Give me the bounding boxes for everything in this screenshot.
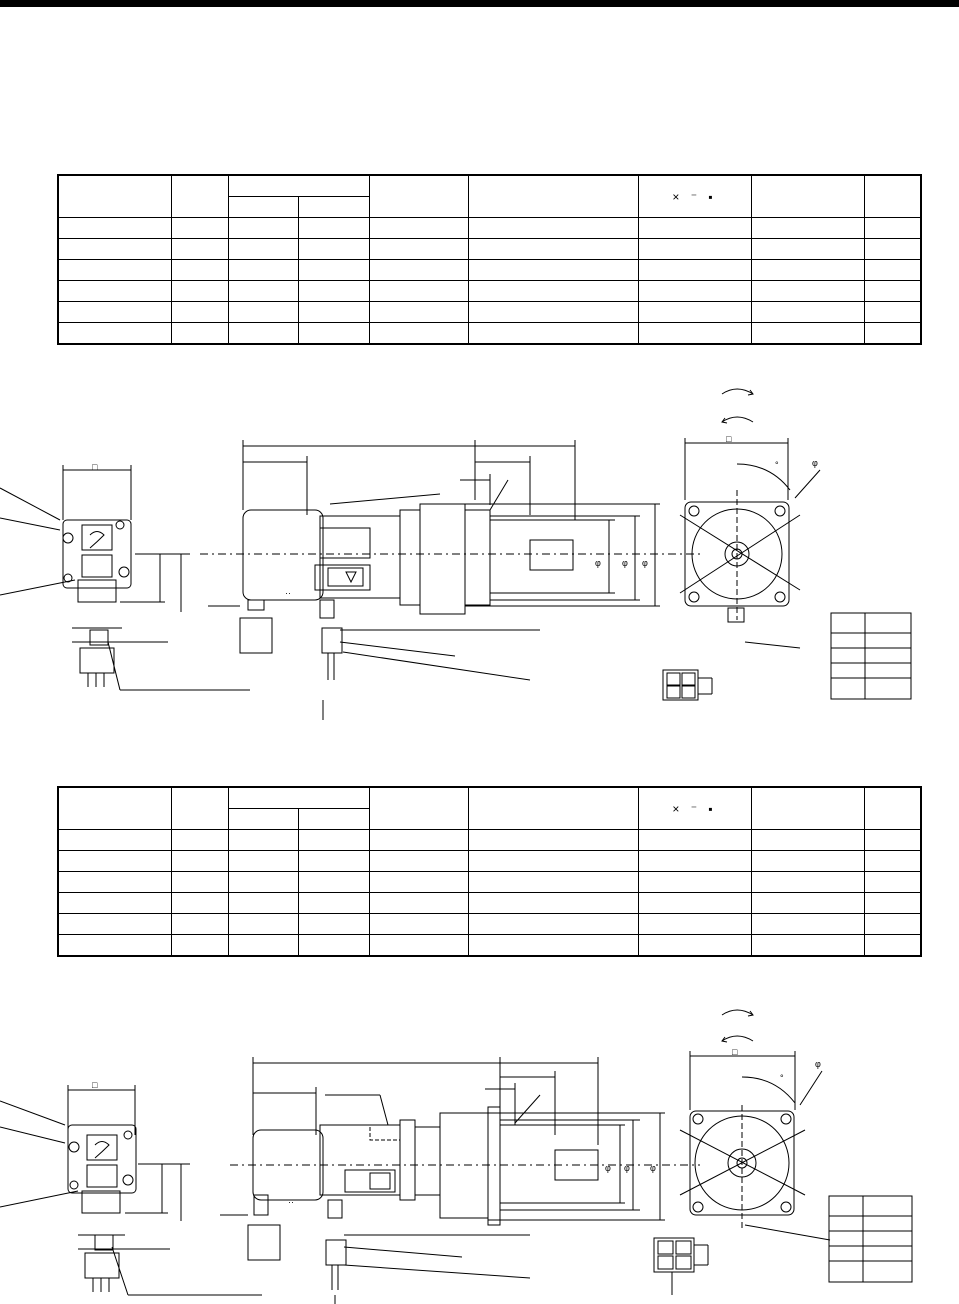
svg-text:°: ° <box>775 460 779 470</box>
table-row <box>57 850 922 872</box>
motor-drawing-1: □ φ <box>0 388 912 720</box>
table-row <box>57 259 922 281</box>
table-row <box>57 217 922 239</box>
rotation-arrows-icon <box>721 388 754 424</box>
motor-drawing-2: □ φ φ <box>0 1009 913 1304</box>
svg-text:φ: φ <box>624 1163 630 1173</box>
table-subheader-row <box>58 808 921 830</box>
flange-front-view: □ ° φ <box>679 434 912 700</box>
spec-table-1: × ⁻ ▪ <box>57 174 922 345</box>
svg-text:φ: φ <box>812 458 818 468</box>
svg-text:□: □ <box>92 1080 98 1090</box>
svg-text:··: ·· <box>285 588 291 598</box>
svg-text:··: ·· <box>288 1197 294 1207</box>
table-row <box>57 280 922 302</box>
table-row <box>57 871 922 893</box>
table-row <box>57 829 922 851</box>
svg-text:φ: φ <box>605 1163 611 1173</box>
spec-table-2: × ⁻ ▪ <box>57 786 922 957</box>
connector-end-view: □ <box>0 1080 262 1296</box>
table-header-row: × ⁻ ▪ <box>57 174 922 218</box>
table-row <box>57 301 922 323</box>
motor-side-view: φ φ φ ·· <box>220 1057 700 1304</box>
mark-cell: × ⁻ ▪ <box>672 801 717 816</box>
square-symbol: □ <box>92 462 98 472</box>
connector-end-view: □ <box>0 462 250 691</box>
table-header-row: × ⁻ ▪ <box>57 786 922 830</box>
table-row <box>57 913 922 935</box>
svg-text:φ: φ <box>622 558 628 568</box>
table-subheader-row <box>58 196 921 218</box>
table-row <box>57 322 922 345</box>
header-rule <box>0 0 959 7</box>
rotation-arrows-icon <box>721 1009 754 1043</box>
connector-face-icon <box>662 669 713 701</box>
table-row <box>57 934 922 957</box>
mark-cell: × ⁻ ▪ <box>672 189 717 204</box>
flange-front-view: □ ° φ <box>679 1047 913 1283</box>
svg-text:φ: φ <box>642 558 648 568</box>
table-row <box>57 238 922 260</box>
connector-face-icon <box>653 1237 709 1295</box>
motor-side-view: φ φ φ ·· <box>200 440 700 720</box>
shield-logo-icon <box>86 1134 118 1161</box>
table-row <box>57 892 922 914</box>
svg-text:φ: φ <box>815 1059 821 1069</box>
shield-logo-icon <box>81 524 113 551</box>
svg-text:°: ° <box>780 1073 784 1083</box>
svg-text:φ: φ <box>650 1163 656 1173</box>
svg-text:□: □ <box>732 1047 738 1057</box>
svg-text:□: □ <box>726 434 732 444</box>
svg-text:φ: φ <box>595 558 601 568</box>
